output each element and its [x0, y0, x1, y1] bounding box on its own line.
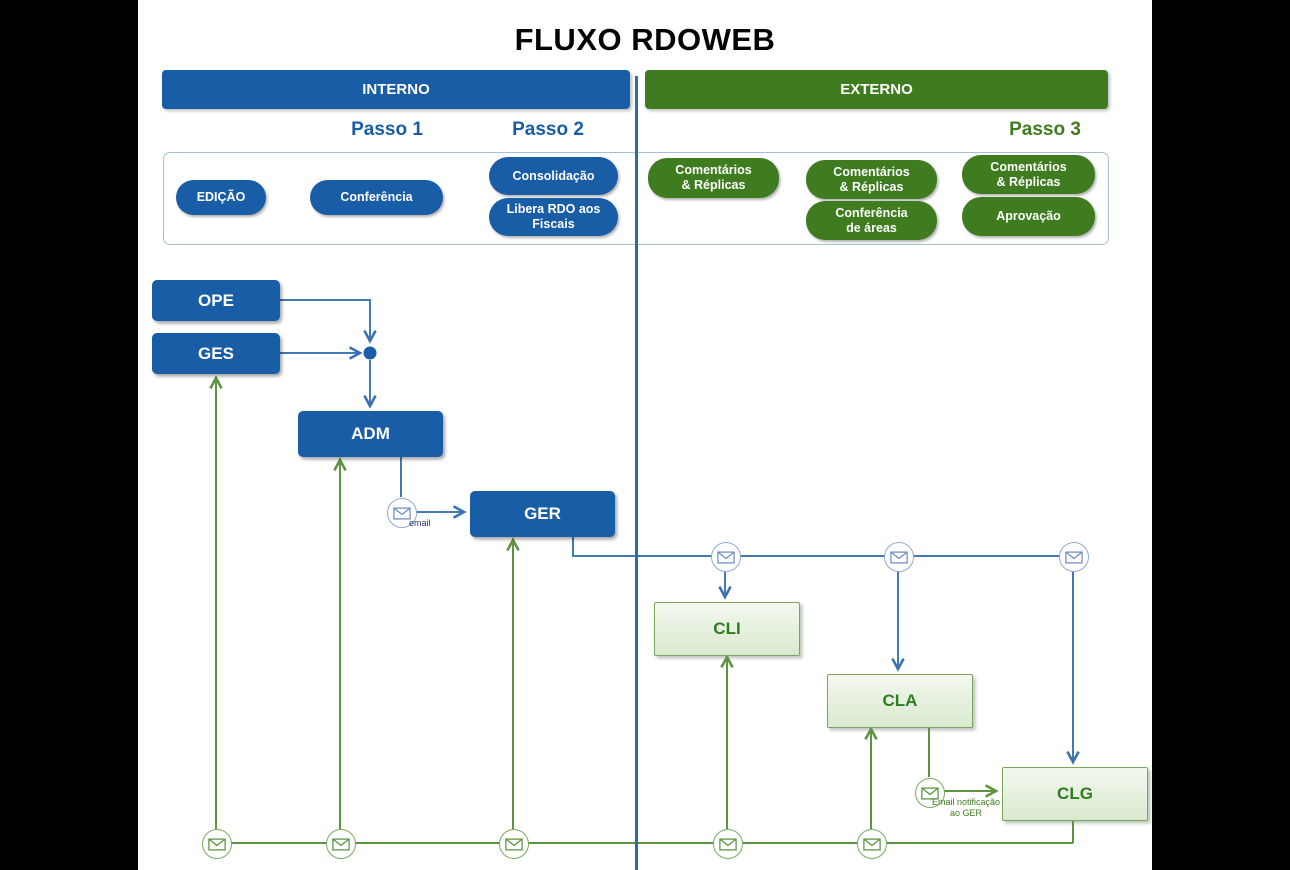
email-icon	[713, 829, 743, 859]
email-icon	[884, 542, 914, 572]
lane-header-externo: EXTERNO	[645, 70, 1108, 109]
email-notificacao-annotation: Email notificação ao GER	[916, 797, 1016, 820]
node-clg: CLG	[1002, 767, 1148, 821]
lane-header-interno: INTERNO	[162, 70, 630, 109]
pill-label-line: de áreas	[846, 220, 897, 235]
email-icon	[202, 829, 232, 859]
email-icon	[499, 829, 529, 859]
node-ope: OPE	[152, 280, 280, 321]
email-icon	[326, 829, 356, 859]
pill-label-line: Conferência	[835, 205, 908, 220]
pill-label-line: Conferência	[340, 190, 413, 205]
pill-comentarios-replicas-3: Comentários & Réplicas	[962, 155, 1095, 194]
email-icon	[387, 498, 417, 528]
email-annotation: email	[409, 518, 431, 528]
pill-label-line: Aprovação	[996, 209, 1061, 224]
pill-label-line: Comentários	[675, 163, 752, 178]
junction-dot	[363, 346, 377, 360]
step-label-passo-2: Passo 2	[512, 119, 584, 140]
email-icon	[1059, 542, 1089, 572]
diagram-title: FLUXO RDOWEB	[514, 22, 776, 57]
pill-label-line: & Réplicas	[839, 179, 904, 194]
pill-consolidacao: Consolidação	[489, 157, 618, 195]
step-label-passo-3: Passo 3	[1009, 119, 1081, 140]
pill-label-line: & Réplicas	[996, 174, 1061, 189]
annotation-line: ao GER	[949, 808, 982, 819]
pill-conferencia: Conferência	[310, 180, 443, 215]
pill-label-line: Libera RDO aos	[506, 202, 601, 217]
interno-externo-divider	[635, 76, 638, 870]
email-icon	[711, 542, 741, 572]
pill-label-line: Comentários	[990, 159, 1067, 174]
node-cli: CLI	[654, 602, 800, 656]
node-adm: ADM	[298, 411, 443, 457]
pill-aprovacao: Aprovação	[962, 197, 1095, 236]
pill-conferencia-de-areas: Conferência de áreas	[806, 201, 937, 240]
pill-label-line: EDIÇÃO	[196, 190, 246, 205]
pill-label-line: Fiscais	[532, 217, 575, 231]
pill-comentarios-replicas-2: Comentários & Réplicas	[806, 160, 937, 199]
pill-label-line: & Réplicas	[681, 178, 746, 192]
annotation-line: Email notificação	[931, 797, 1001, 807]
node-cla: CLA	[827, 674, 973, 728]
pill-label-line: Comentários	[833, 164, 910, 179]
email-icon	[857, 829, 887, 859]
pill-label-line: Consolidação	[512, 168, 595, 183]
node-ges: GES	[152, 333, 280, 374]
email-icon	[915, 778, 945, 808]
node-ger: GER	[470, 491, 615, 537]
pill-edicao: EDIÇÃO	[176, 180, 266, 215]
pill-libera-rdo-aos-fiscais: Libera RDO aos Fiscais	[489, 198, 618, 236]
pill-comentarios-replicas-1: Comentários & Réplicas	[648, 158, 779, 198]
step-label-passo-1: Passo 1	[351, 119, 423, 140]
